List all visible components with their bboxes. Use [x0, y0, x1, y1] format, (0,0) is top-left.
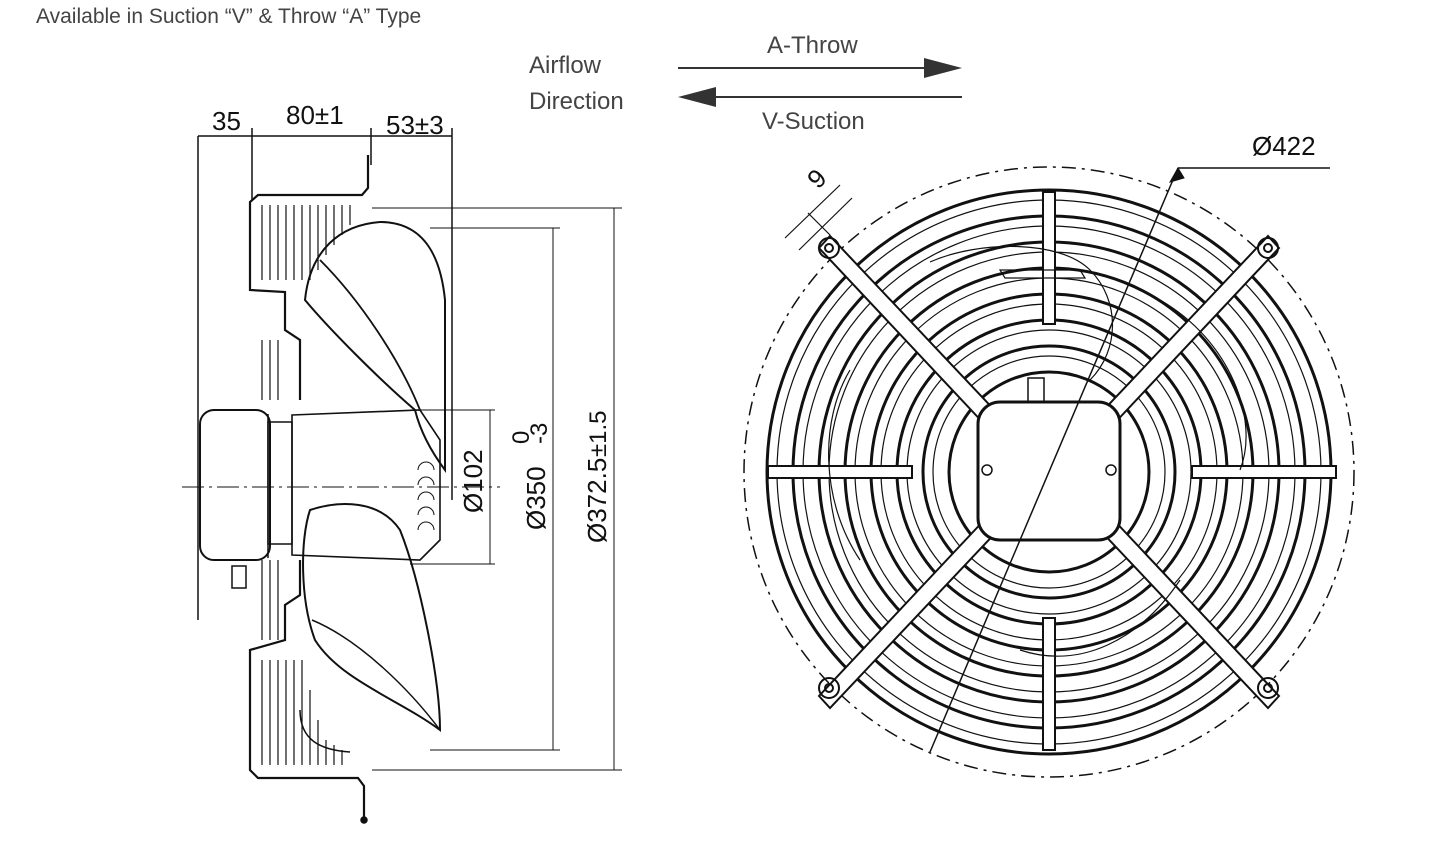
- airflow-direction-label: Airflow Direction: [529, 48, 624, 120]
- throw-arrow: [678, 58, 962, 78]
- dia-flange: Ø372.5: [582, 458, 612, 543]
- a-throw-label: A-Throw: [767, 32, 858, 59]
- caption: Available in Suction “V” & Throw “A” Typ…: [36, 5, 422, 28]
- hole-dim: 9: [801, 163, 832, 194]
- suction-arrow: [678, 87, 962, 107]
- dia-flange-tol: ±1.5: [585, 410, 612, 457]
- airflow-line2: Direction: [529, 88, 624, 115]
- dia-blade: Ø350: [521, 466, 551, 530]
- dia-hub: Ø102: [458, 449, 488, 513]
- dim-blade-depth: 53±3: [386, 110, 444, 140]
- dia-blade-sub: -3: [526, 423, 553, 444]
- dia-blade-sup: 0: [508, 431, 535, 444]
- airflow-line1: Airflow: [529, 52, 602, 79]
- side-view: [182, 128, 622, 824]
- front-view: [743, 166, 1355, 778]
- dia-outer: Ø422: [1252, 131, 1316, 161]
- v-suction-label: V-Suction: [762, 108, 865, 135]
- dim-body-length: 80±1: [286, 100, 344, 130]
- dim-motor-length: 35: [212, 106, 241, 136]
